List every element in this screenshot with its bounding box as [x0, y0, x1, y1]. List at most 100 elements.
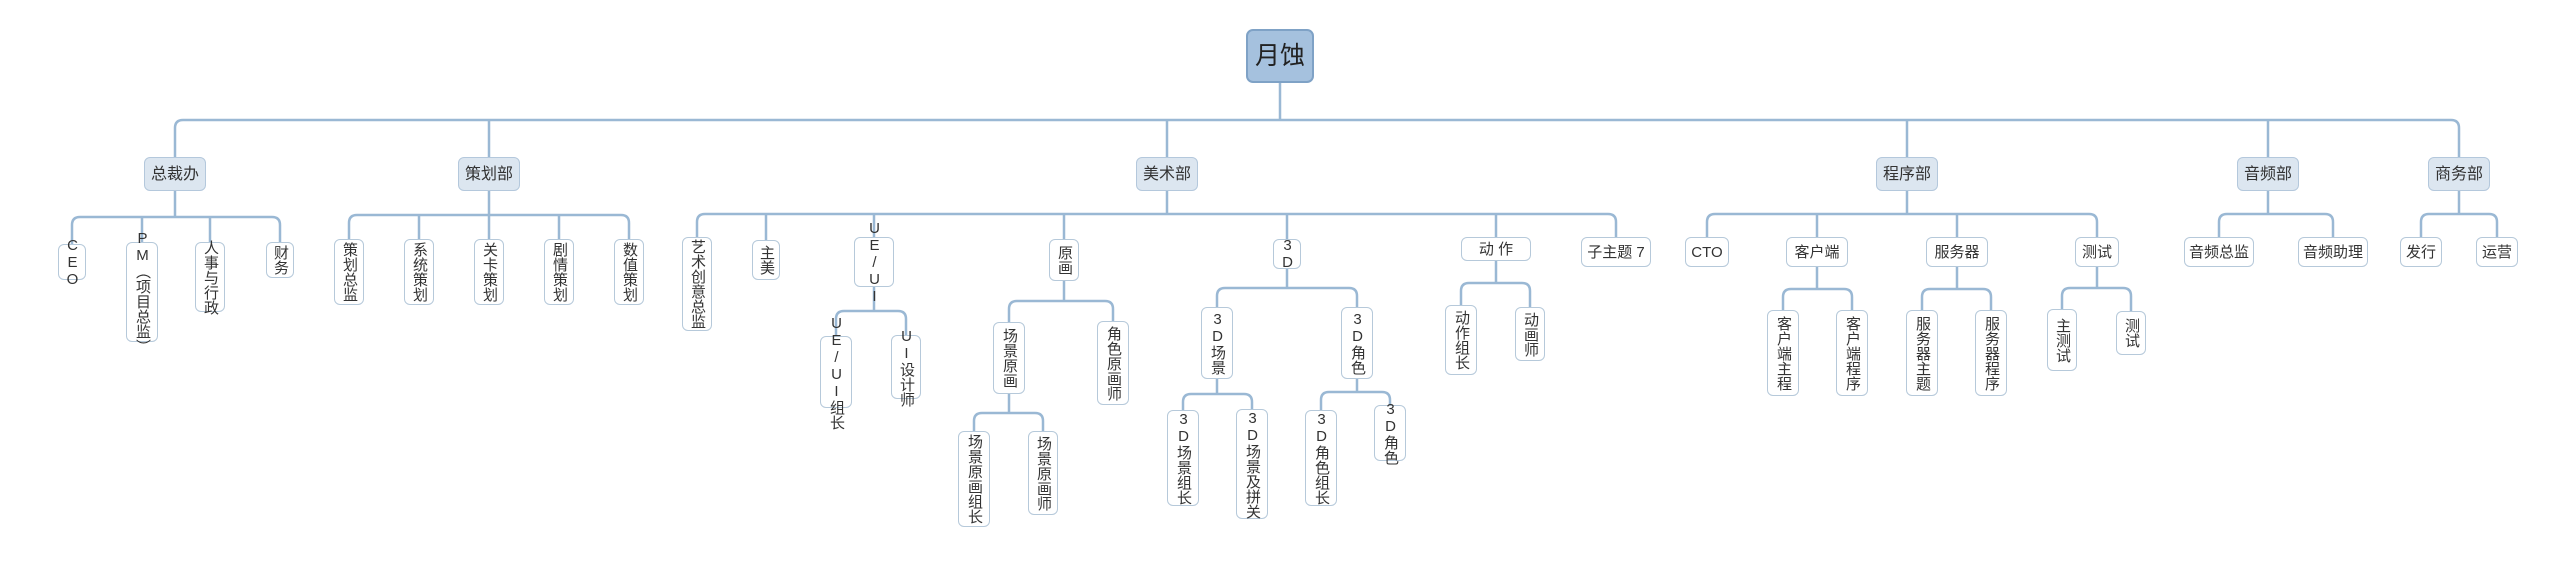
topic-node-3[interactable]: 程序部 [1876, 157, 1938, 191]
topic-node-2[interactable]: 美术部 [1136, 157, 1198, 191]
topic-node-3-2-1[interactable]: 服务器程序 [1975, 310, 2007, 396]
topic-node-0[interactable]: 总裁办 [144, 157, 206, 191]
topic-node-1[interactable]: 策划部 [458, 157, 520, 191]
topic-label: 策划部 [464, 165, 513, 183]
topic-node-2-5[interactable]: 动 作 [1461, 237, 1531, 261]
topic-label: 音频部 [2243, 165, 2292, 183]
topic-node-2-2-1[interactable]: UI设计师 [891, 328, 921, 407]
topic-label: 财务 [272, 245, 289, 275]
topic-node-4[interactable]: 音频部 [2237, 157, 2299, 191]
connector-root [173, 81, 2461, 159]
connector-5 [2419, 189, 2499, 239]
connector-2-3 [1007, 279, 1115, 324]
topic-node-2-3-1[interactable]: 角色原画师 [1097, 321, 1129, 405]
topic-label: 3D角色 [1349, 311, 1366, 375]
topic-node-2-2[interactable]: UE/UI [854, 220, 894, 305]
connector-2-2 [834, 285, 908, 338]
topic-label: 数值策划 [621, 242, 638, 302]
topic-label: 3D角色组长 [1313, 411, 1330, 505]
topic-node-0-0[interactable]: CEO [58, 237, 86, 288]
topic-node-3-3-0[interactable]: 主测试 [2047, 309, 2077, 371]
topic-label: 商务部 [2434, 165, 2483, 183]
topic-node-2-6[interactable]: 子主题 7 [1581, 237, 1651, 267]
topic-node-2-4-0-0[interactable]: 3D场景组长 [1167, 410, 1199, 506]
topic-label: 人事与行政 [202, 239, 219, 315]
topic-node-2-4[interactable]: 3D [1273, 237, 1301, 271]
topic-label: 客户端程序 [1844, 315, 1861, 391]
connector-2 [695, 189, 1618, 242]
topic-node-1-3[interactable]: 剧情策划 [544, 239, 574, 305]
topic-node-2-3-0-0[interactable]: 场景原画组长 [958, 431, 990, 527]
root-topic-node[interactable]: 月蚀 [1246, 29, 1314, 83]
topic-label: UE/UI [866, 219, 883, 305]
topic-label: 主美 [758, 245, 775, 275]
connector-2-4-0 [1181, 377, 1254, 412]
topic-node-1-0[interactable]: 策划总监 [334, 239, 364, 305]
topic-label: 关卡策划 [481, 242, 498, 302]
topic-label: 角色原画师 [1105, 325, 1122, 401]
topic-label: 场景原画 [1001, 328, 1018, 388]
topic-label: 测试 [2123, 318, 2140, 348]
topic-node-3-1-1[interactable]: 客户端程序 [1836, 310, 1868, 396]
topic-node-1-4[interactable]: 数值策划 [614, 239, 644, 305]
topic-node-2-4-1-0[interactable]: 3D角色组长 [1305, 410, 1337, 506]
topic-label: 剧情策划 [551, 242, 568, 302]
topic-node-0-1[interactable]: PM（项目总监） [126, 230, 158, 354]
connector-1 [347, 189, 631, 241]
topic-label: 测试 [2081, 243, 2112, 261]
topic-node-2-4-0-1[interactable]: 3D场景及拼关 [1236, 409, 1268, 519]
topic-node-2-0[interactable]: 艺术创意总监 [682, 237, 712, 331]
topic-node-2-4-1[interactable]: 3D角色 [1341, 307, 1373, 379]
topic-node-3-0[interactable]: CTO [1685, 237, 1729, 267]
topic-label: UE/UI组长 [828, 314, 845, 430]
topic-label: 场景原画师 [1035, 435, 1052, 511]
topic-label: 客户端 [1794, 243, 1840, 261]
topic-node-2-3-0-1[interactable]: 场景原画师 [1028, 431, 1058, 515]
topic-label: 3D场景 [1209, 311, 1226, 375]
topic-node-3-3-1[interactable]: 测试 [2116, 311, 2146, 355]
topic-label: UI设计师 [898, 327, 915, 407]
topic-node-3-2-0[interactable]: 服务器主题 [1906, 310, 1938, 396]
topic-node-2-5-0[interactable]: 动作组长 [1445, 305, 1477, 375]
topic-node-3-3[interactable]: 测试 [2075, 237, 2119, 267]
topic-label: 3D场景组长 [1175, 411, 1192, 505]
connector-2-4-1 [1319, 377, 1392, 412]
topic-node-2-2-0[interactable]: UE/UI组长 [820, 315, 852, 430]
topic-node-5-1[interactable]: 运营 [2476, 237, 2518, 267]
topic-node-5-0[interactable]: 发行 [2400, 237, 2442, 267]
topic-node-2-4-1-1[interactable]: 3D角色 [1374, 401, 1406, 465]
topic-node-5[interactable]: 商务部 [2428, 157, 2490, 191]
topic-label: 美术部 [1142, 165, 1191, 183]
topic-label: 原画 [1056, 245, 1073, 275]
topic-label: CTO [1691, 243, 1723, 261]
topic-node-3-1-0[interactable]: 客户端主程 [1767, 310, 1799, 396]
topic-label: 动作组长 [1453, 310, 1470, 370]
topic-label: 策划总监 [341, 242, 358, 302]
topic-node-2-5-1[interactable]: 动画师 [1515, 307, 1545, 361]
connector-0 [70, 189, 282, 246]
topic-node-0-3[interactable]: 财务 [266, 242, 294, 278]
topic-node-0-2[interactable]: 人事与行政 [195, 239, 225, 315]
connector-3 [1705, 189, 2099, 239]
topic-node-2-3[interactable]: 原画 [1049, 239, 1079, 281]
topic-node-3-1[interactable]: 客户端 [1786, 237, 1848, 267]
topic-label: 发行 [2405, 243, 2436, 261]
topic-node-2-4-0[interactable]: 3D场景 [1201, 307, 1233, 379]
connector-3-2 [1920, 265, 1993, 312]
topic-node-1-1[interactable]: 系统策划 [404, 239, 434, 305]
topic-node-3-2[interactable]: 服务器 [1926, 237, 1988, 267]
topic-label: 场景原画组长 [966, 434, 983, 524]
topic-node-4-1[interactable]: 音频助理 [2298, 237, 2368, 267]
topic-label: 服务器主题 [1914, 315, 1931, 391]
topic-label: 动 作 [1478, 240, 1514, 258]
topic-node-2-3-0[interactable]: 场景原画 [993, 322, 1025, 394]
topic-node-4-0[interactable]: 音频总监 [2184, 237, 2254, 267]
topic-label: 主测试 [2054, 317, 2071, 363]
topic-node-2-1[interactable]: 主美 [752, 240, 780, 280]
topic-label: 月蚀 [1254, 41, 1305, 70]
topic-node-1-2[interactable]: 关卡策划 [474, 239, 504, 305]
connector-3-1 [1781, 265, 1854, 312]
topic-label: 运营 [2481, 243, 2512, 261]
